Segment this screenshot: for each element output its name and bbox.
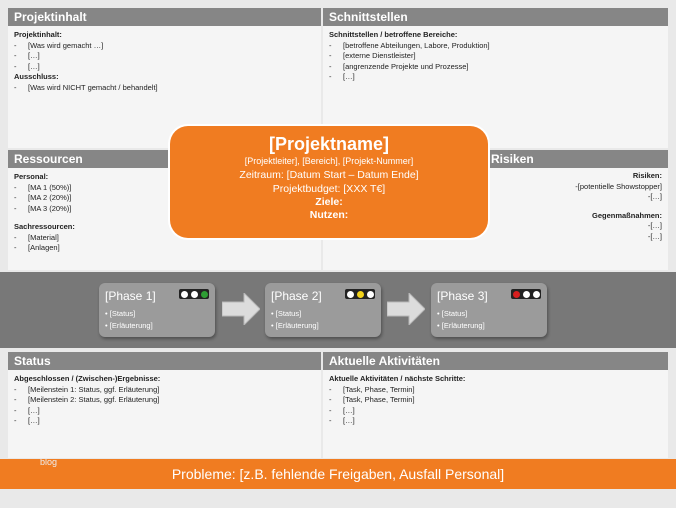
watermark-text: blog <box>40 457 58 467</box>
project-benefits: Nutzen: <box>309 209 349 221</box>
phase-item: • [Erläuterung] <box>105 321 153 330</box>
section-label: Ausschluss: <box>14 72 59 81</box>
phase-item: • [Erläuterung] <box>271 321 319 330</box>
phase-title: [Phase 2] <box>271 289 322 303</box>
list-item: -[…] <box>647 192 662 201</box>
project-budget: Projektbudget: [XXX T€] <box>272 183 386 195</box>
list-item: -[MA 2 (20%)] <box>14 193 72 202</box>
panel-title: Aktuelle Aktivitäten <box>323 352 668 370</box>
section-label: Projektinhalt: <box>14 30 62 39</box>
phase-item: • [Status] <box>105 309 136 318</box>
list-item: -[Material] <box>14 232 59 242</box>
project-summary-box: [Projektname] [Projektleiter], [Bereich]… <box>170 126 488 238</box>
list-item: -[…] <box>329 416 355 425</box>
list-item: -[Anlagen] <box>14 243 60 252</box>
phase-title: [Phase 1] <box>105 289 156 303</box>
list-item: -[…] <box>647 231 662 241</box>
phase-card-3: [Phase 3] • [Status] • [Erläuterung] <box>431 283 547 337</box>
phase-item: • [Status] <box>271 309 302 318</box>
section-label: Personal: <box>14 172 49 181</box>
list-item: -[Was wird NICHT gemacht / behandelt] <box>14 82 158 92</box>
project-name: [Projektname] <box>268 134 390 154</box>
phase-card-1: [Phase 1] • [Status] • [Erläuterung] <box>99 283 215 337</box>
phase-item: • [Status] <box>437 309 468 318</box>
list-item: -[…] <box>14 51 40 60</box>
light-dot <box>532 290 540 298</box>
phase-card-2: [Phase 2] • [Status] • [Erläuterung] <box>265 283 381 337</box>
list-item: -[Was wird gemacht …] <box>14 40 104 50</box>
list-item: -[…] <box>14 61 40 71</box>
phase-item: • [Erläuterung] <box>437 321 485 330</box>
panel-projektinhalt: Projektinhalt Projektinhalt: -[Was wird … <box>8 8 321 148</box>
list-item: -[Meilenstein 2: Status, ggf. Erläuterun… <box>14 395 160 404</box>
light-dot <box>522 290 530 298</box>
list-item: -[…] <box>14 416 40 425</box>
list-item: -[…] <box>14 405 40 415</box>
list-item: -[potentielle Showstopper] <box>575 181 662 191</box>
list-item: -[…] <box>329 72 355 81</box>
project-meta: [Projektleiter], [Bereich], [Projekt-Num… <box>244 156 414 166</box>
light-dot <box>356 290 364 298</box>
light-dot <box>346 290 354 298</box>
traffic-light-icon <box>511 289 541 299</box>
arrow-right-icon <box>222 293 260 325</box>
light-dot <box>180 290 188 298</box>
problems-footer: Probleme: [z.B. fehlende Freigaben, Ausf… <box>0 459 676 489</box>
light-dot <box>190 290 198 298</box>
panel-schnittstellen: Schnittstellen Schnittstellen / betroffe… <box>323 8 668 148</box>
list-item: -[angrenzende Projekte und Prozesse] <box>329 61 469 71</box>
list-item: -[MA 1 (50%)] <box>14 182 72 192</box>
panel-title: Schnittstellen <box>323 8 668 26</box>
arrow-right-icon <box>387 293 425 325</box>
light-dot <box>200 290 208 298</box>
panel-aktivitaeten: Aktuelle Aktivitäten Aktuelle Aktivitäte… <box>323 352 668 458</box>
panel-status: Status Abgeschlossen / (Zwischen-)Ergebn… <box>8 352 321 458</box>
phase-title: [Phase 3] <box>437 289 488 303</box>
list-item: -[externe Dienstleister] <box>329 51 416 60</box>
section-label: Aktuelle Aktivitäten / nächste Schritte: <box>329 374 466 383</box>
list-item: -[Meilenstein 1: Status, ggf. Erläuterun… <box>14 384 160 394</box>
section-label: Abgeschlossen / (Zwischen-)Ergebnisse: <box>14 374 161 383</box>
list-item: -[Task, Phase, Termin] <box>329 384 415 394</box>
section-label: Gegenmaßnahmen: <box>591 210 662 220</box>
light-dot <box>366 290 374 298</box>
traffic-light-icon <box>345 289 375 299</box>
list-item: -[Task, Phase, Termin] <box>329 395 415 404</box>
list-item: -[…] <box>329 405 355 415</box>
list-item: -[betroffene Abteilungen, Labore, Produk… <box>329 40 490 50</box>
section-label: Risiken: <box>632 171 662 180</box>
list-item: -[…] <box>647 221 662 230</box>
section-label: Sachressourcen: <box>14 222 75 231</box>
project-goals: Ziele: <box>315 196 343 208</box>
traffic-light-icon <box>179 289 209 299</box>
section-label: Schnittstellen / betroffene Bereiche: <box>329 30 458 39</box>
panel-title: Status <box>8 352 321 370</box>
panel-title: Projektinhalt <box>8 8 321 26</box>
light-dot <box>512 290 520 298</box>
list-item: -[MA 3 (20%)] <box>14 203 72 213</box>
project-period: Zeitraum: [Datum Start – Datum Ende] <box>239 169 419 181</box>
